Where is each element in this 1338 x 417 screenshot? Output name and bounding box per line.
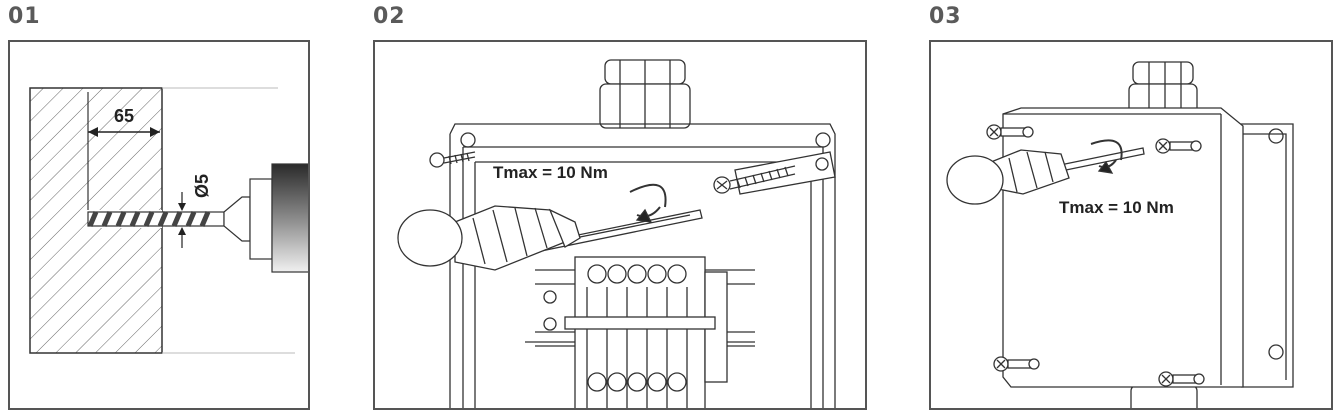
enclosure-lid xyxy=(1002,107,1244,388)
screwdriver xyxy=(946,147,1145,205)
mounting-screw-left xyxy=(429,151,476,168)
step-number-03: 03 xyxy=(929,4,962,29)
mounting-illustration: Tmax = 10 Nm xyxy=(397,59,836,408)
torque-label: Tmax = 10 Nm xyxy=(493,163,608,182)
rotation-arrow xyxy=(1090,139,1123,174)
lid-screw-bottom-right xyxy=(1158,371,1205,387)
screwdriver xyxy=(397,205,703,271)
lid-screw-top-right xyxy=(1155,138,1202,154)
step-number-02: 02 xyxy=(373,4,406,29)
depth-dimension: 65 xyxy=(88,106,160,137)
terminal-block xyxy=(564,256,728,408)
cable-gland-top xyxy=(1128,61,1198,115)
enclosure-body xyxy=(1221,123,1294,388)
cable-gland xyxy=(599,59,691,129)
drilling-illustration: 65 Ø5 xyxy=(29,87,308,354)
rotation-arrow xyxy=(629,183,667,223)
lid-screw-top-left xyxy=(986,124,1034,140)
mounting-bracket xyxy=(734,151,836,195)
panel-mounting: Tmax = 10 Nm xyxy=(373,40,867,410)
depth-label: 65 xyxy=(114,106,134,126)
diameter-dimension: Ø5 xyxy=(178,174,212,248)
diameter-label: Ø5 xyxy=(192,174,212,198)
drill-chuck xyxy=(249,163,308,273)
cable-gland-bottom xyxy=(1130,384,1198,408)
closing-illustration: Tmax = 10 Nm xyxy=(946,61,1294,408)
torque-label: Tmax = 10 Nm xyxy=(1059,198,1174,217)
panel-drilling: 65 Ø5 xyxy=(8,40,310,410)
panel-closing: Tmax = 10 Nm xyxy=(929,40,1333,410)
mounting-screw-right xyxy=(713,165,796,194)
lid-screw-bottom-left xyxy=(993,356,1040,372)
step-number-01: 01 xyxy=(8,4,41,29)
